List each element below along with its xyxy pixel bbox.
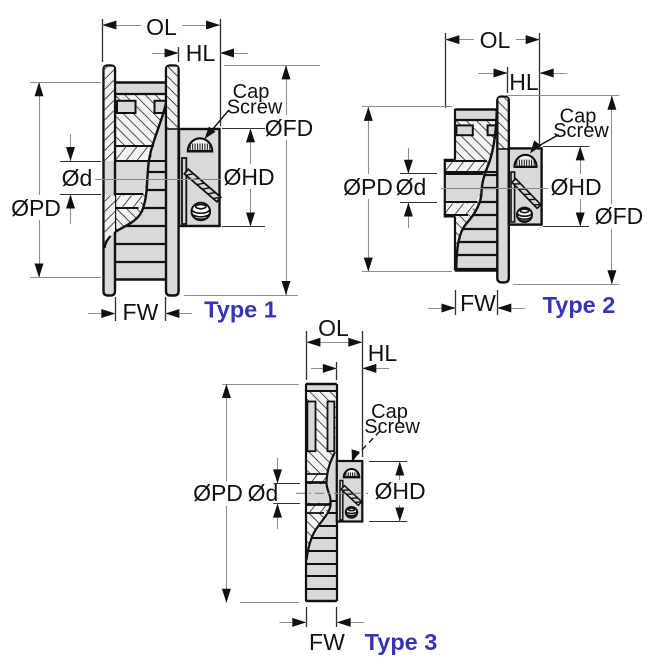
svg-text:ØFD: ØFD (595, 203, 644, 229)
svg-text:Screw: Screw (364, 416, 420, 438)
svg-text:ØPD: ØPD (193, 480, 243, 506)
svg-text:Ød: Ød (248, 480, 279, 506)
svg-text:OL: OL (146, 14, 177, 40)
svg-text:Type 1: Type 1 (204, 297, 277, 323)
svg-text:Cap: Cap (371, 401, 408, 423)
svg-text:ØHD: ØHD (223, 164, 274, 190)
svg-text:HL: HL (509, 69, 539, 95)
svg-text:HL: HL (186, 40, 216, 66)
svg-text:Ød: Ød (396, 174, 427, 200)
svg-text:Cap: Cap (560, 106, 597, 128)
svg-text:Screw: Screw (553, 120, 609, 142)
svg-text:ØPD: ØPD (343, 174, 393, 200)
svg-text:OL: OL (318, 315, 349, 341)
svg-text:Screw: Screw (227, 97, 283, 119)
svg-text:Type 3: Type 3 (365, 629, 438, 655)
svg-text:Ød: Ød (62, 165, 93, 191)
svg-text:OL: OL (480, 27, 511, 53)
svg-text:ØHD: ØHD (550, 174, 601, 200)
svg-text:ØPD: ØPD (11, 195, 61, 221)
svg-text:Type 2: Type 2 (543, 292, 616, 318)
svg-text:FW: FW (309, 629, 345, 655)
svg-text:FW: FW (123, 299, 159, 325)
svg-text:Cap: Cap (233, 81, 270, 103)
svg-text:FW: FW (460, 290, 496, 316)
svg-text:ØFD: ØFD (265, 115, 314, 141)
svg-text:HL: HL (368, 340, 398, 366)
svg-text:ØHD: ØHD (374, 478, 425, 504)
